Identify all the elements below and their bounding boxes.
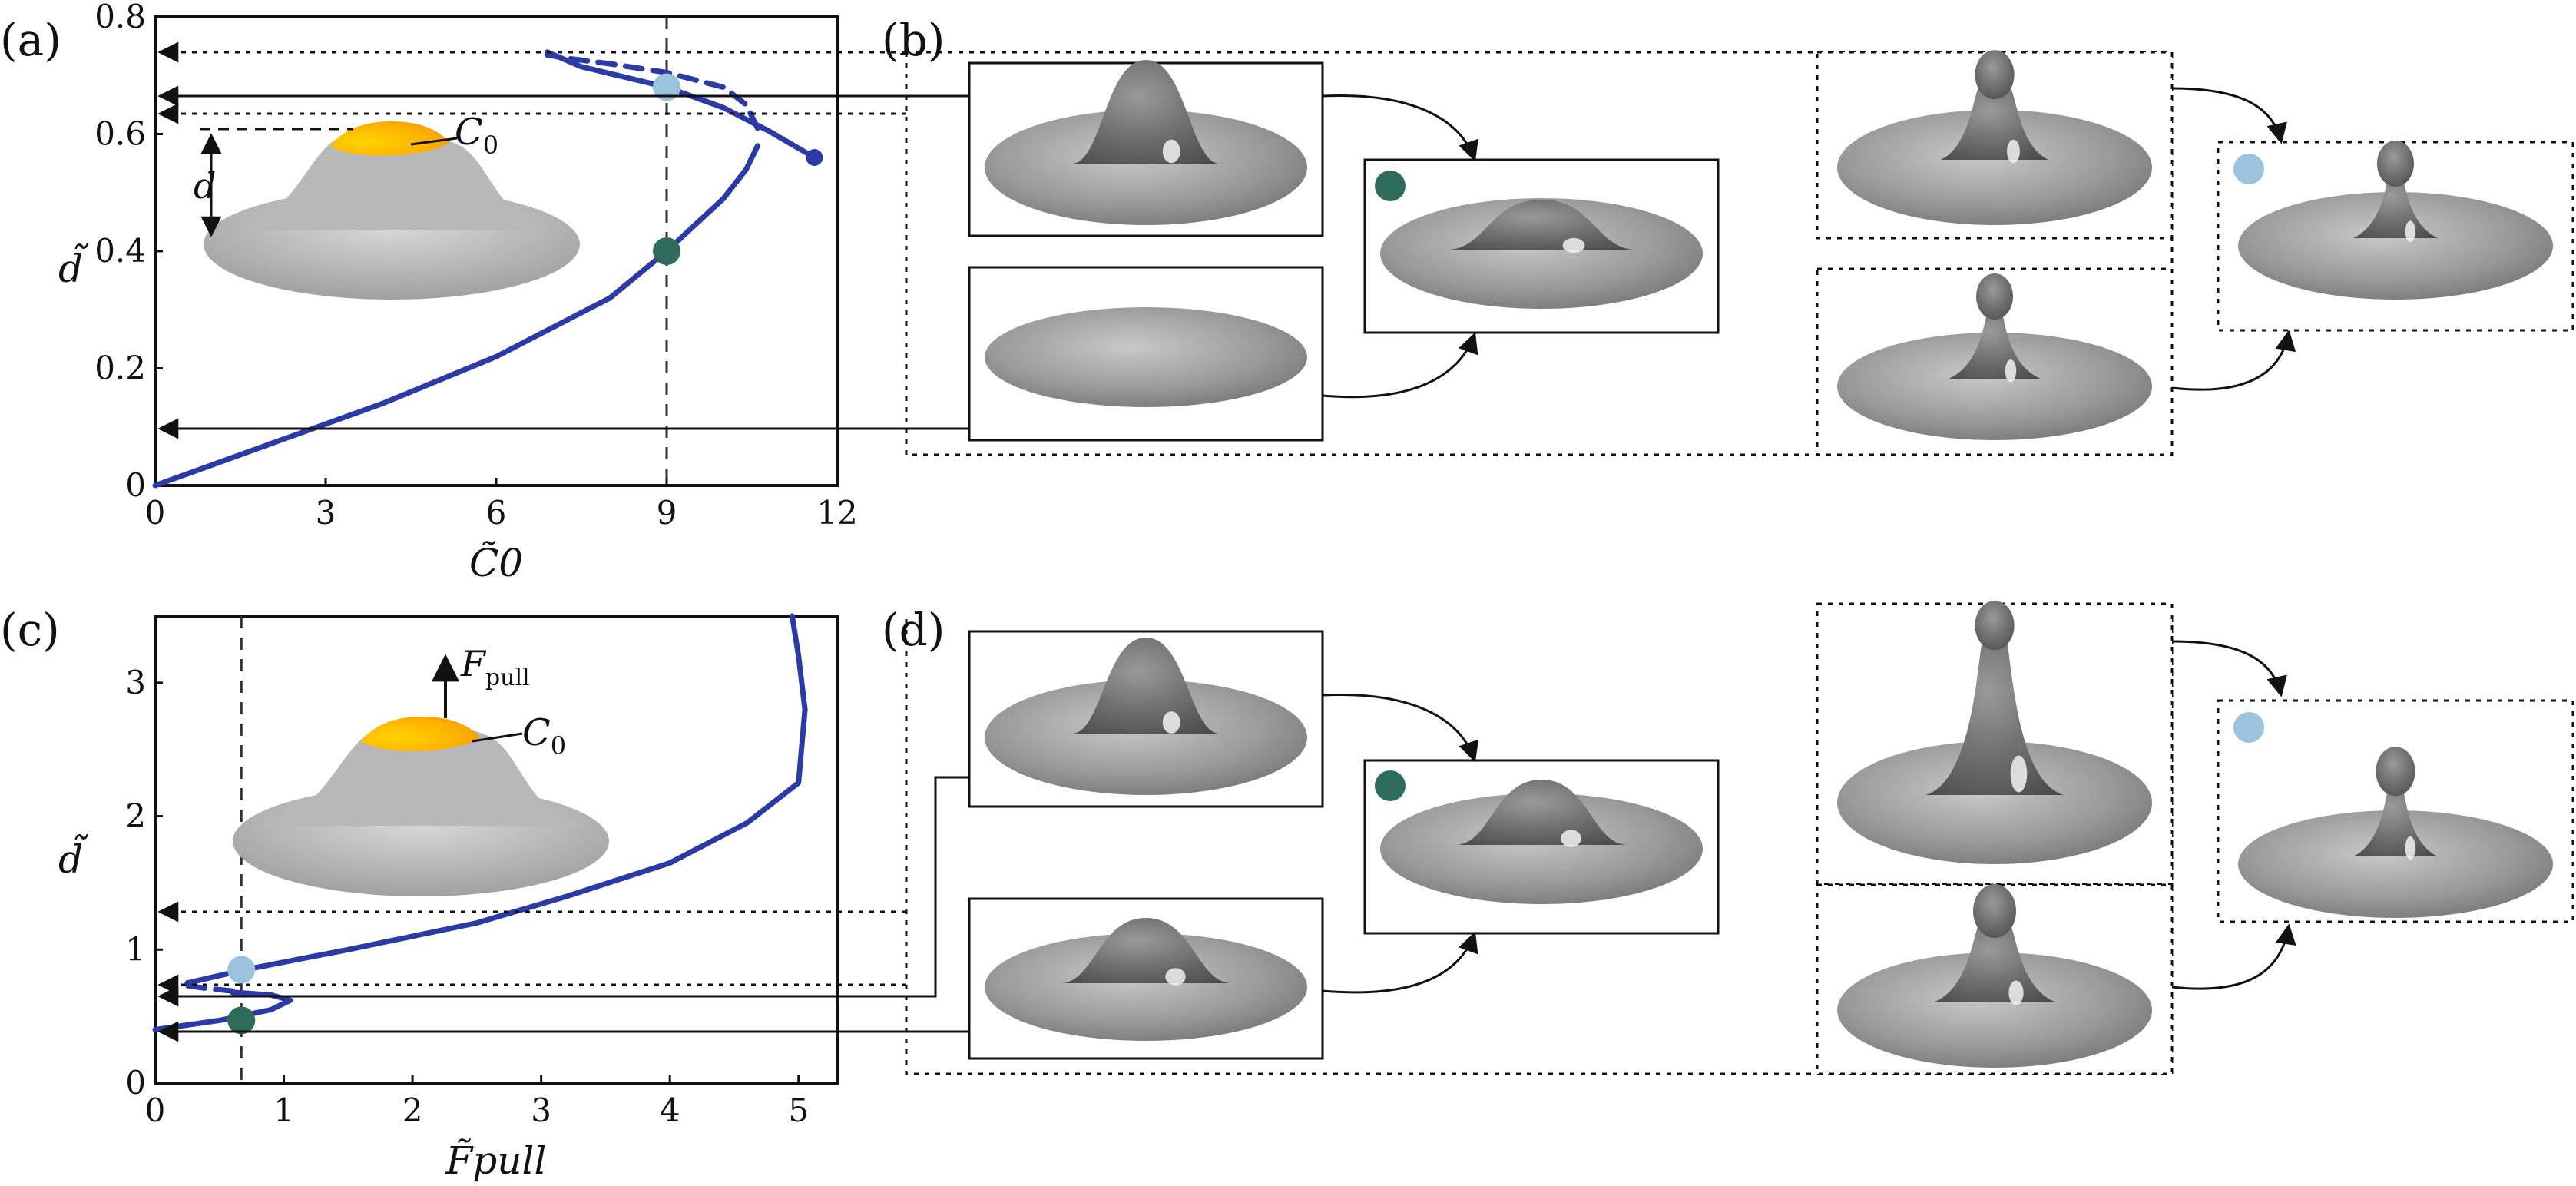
data-point-c-0 (227, 956, 256, 984)
x-tick-label-c-2: 2 (402, 1092, 423, 1129)
y-axis-label-a: d̃ (58, 243, 88, 291)
x-tick-label-c-5: 5 (788, 1092, 809, 1129)
snapshot-b1-surface (985, 60, 1307, 225)
data-point-a-1 (653, 73, 680, 101)
snapshot-b5-surface (1837, 273, 2152, 440)
x-tick-label-c-3: 3 (531, 1092, 551, 1129)
series-line-a-1 (545, 52, 760, 131)
data-point-a-0 (806, 149, 823, 166)
panel-label-c: (c) (0, 604, 60, 656)
y-tick-label-a-4: 0.8 (94, 0, 146, 35)
panel-label-d: (d) (882, 604, 945, 656)
inset-c-f-label: Fpull (460, 643, 530, 691)
x-axis-label-a: C̃0 (469, 540, 523, 585)
x-tick-label-c-4: 4 (660, 1092, 680, 1129)
series-line-c-0 (152, 989, 293, 1032)
x-tick-label-a-1: 3 (316, 494, 336, 532)
snapshot-d1-surface (985, 638, 1307, 795)
inset-a-c0-label: C0 (455, 111, 498, 160)
snapshot-b6-surface (2238, 141, 2553, 300)
snapshot-d3-surface (1380, 780, 1703, 904)
x-tick-label-a-4: 12 (816, 494, 857, 532)
y-tick-label-a-1: 0.2 (94, 350, 146, 387)
snapshot-d6-surface (2238, 747, 2553, 918)
series-line-c-1 (184, 982, 235, 994)
snapshot-b4-surface (1837, 50, 2152, 225)
y-tick-label-c-2: 2 (125, 797, 146, 835)
inset-a-shape: d C0 (194, 111, 580, 300)
snapshot-d5-surface (1837, 884, 2152, 1068)
panel-label-b: (b) (882, 14, 945, 66)
data-point-c-1 (227, 1006, 256, 1035)
y-tick-label-a-0: 0 (125, 466, 146, 504)
connectors (157, 41, 969, 1042)
panel-label-a: (a) (0, 14, 61, 66)
inset-c-c0-label: C0 (522, 711, 566, 760)
inset-a-d-label: d (194, 165, 216, 207)
snapshot-d2-surface (985, 918, 1307, 1041)
series-line-a-0 (152, 143, 760, 489)
panel-b-diagram (905, 50, 2574, 456)
x-tick-label-c-0: 0 (145, 1092, 166, 1129)
y-tick-label-c-1: 1 (125, 930, 146, 968)
x-tick-label-a-3: 9 (657, 494, 677, 532)
panel-d-diagram (905, 601, 2574, 1075)
plot-frame-c (154, 615, 839, 1085)
series-line-c-2 (184, 613, 808, 986)
x-tick-label-c-1: 1 (273, 1092, 294, 1129)
chart-c: 0 1 2 3 4 5 0 1 2 3F̃pull d̃ (58, 613, 839, 1183)
y-tick-label-c-3: 3 (125, 664, 146, 701)
x-axis-label-c: F̃pull (445, 1138, 547, 1183)
inset-c-shape: Fpull C0 (233, 643, 609, 896)
y-axis-label-c: d̃ (58, 834, 88, 882)
series-line-a-2 (545, 49, 817, 161)
snapshot-d4-surface (1837, 601, 2152, 864)
y-tick-label-c-0: 0 (125, 1064, 146, 1102)
snapshot-b3-surface (1380, 198, 1703, 309)
y-tick-label-a-2: 0.4 (94, 232, 146, 270)
snapshot-b2-surface (985, 307, 1307, 407)
y-tick-label-a-3: 0.6 (94, 115, 146, 153)
x-tick-label-a-2: 6 (486, 494, 507, 532)
data-point-a-2 (653, 237, 680, 265)
x-tick-label-a-0: 0 (145, 494, 166, 532)
